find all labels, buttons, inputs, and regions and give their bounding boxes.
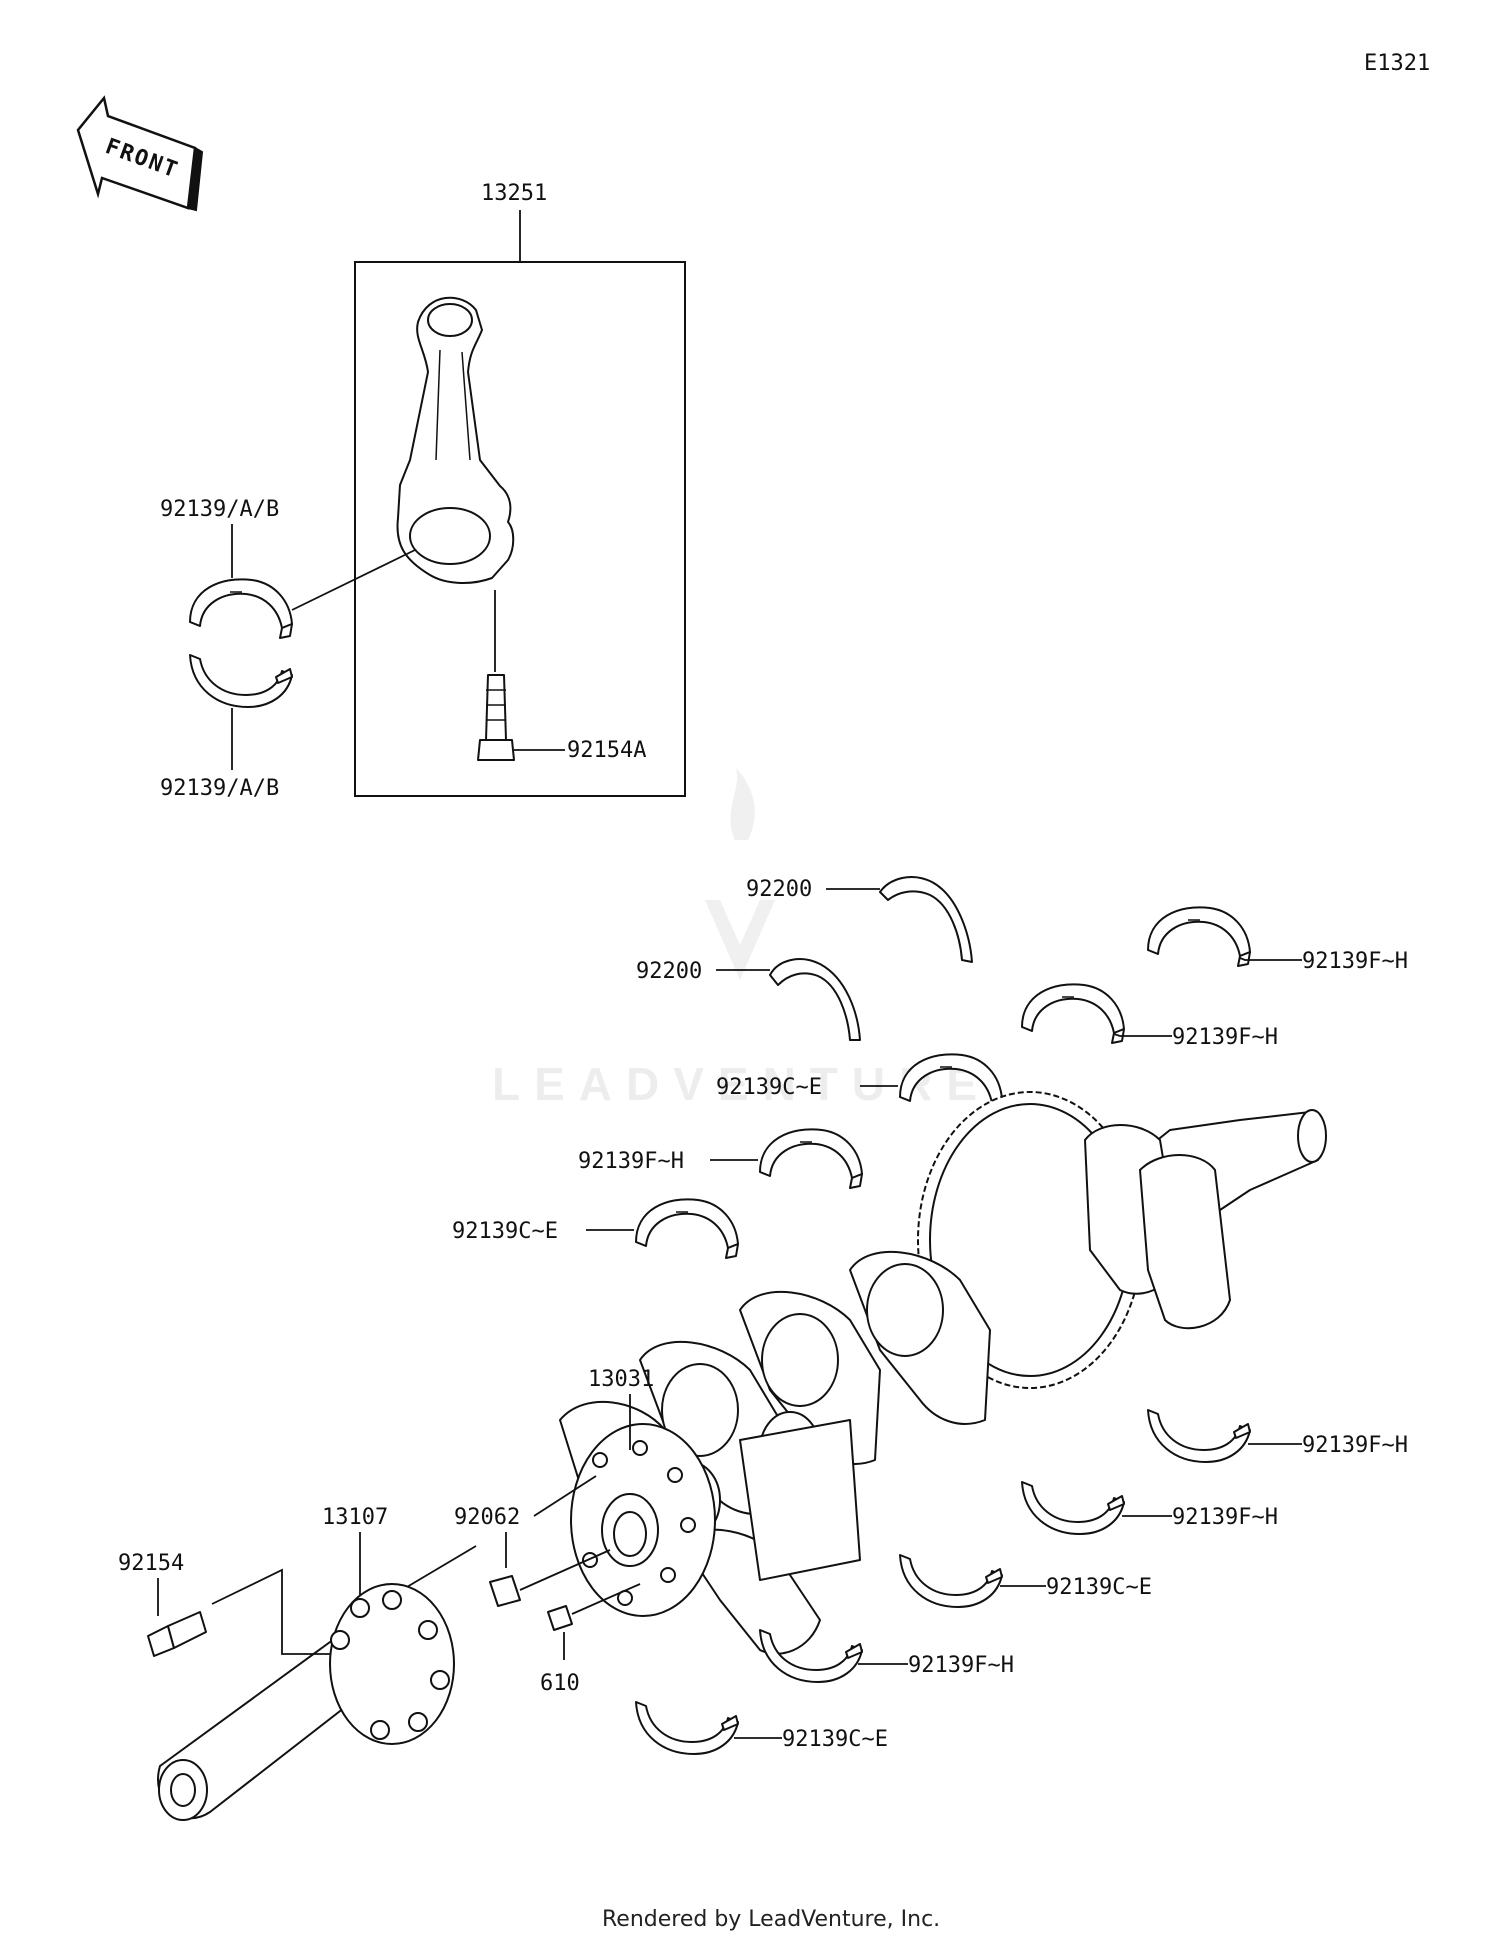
pin: 610 [540,1583,641,1696]
callout-92139fh-l1: 92139F~H [1302,1433,1408,1458]
footer-credit: Rendered by LeadVenture, Inc. [602,1907,940,1932]
callout-92139-ab-lower: 92139/A/B [160,776,279,801]
rod-bearing-upper: 92139/A/B [160,497,416,639]
callout-92139-ab-upper: 92139/A/B [160,497,279,522]
callout-92139fh-u1: 92139F~H [1302,949,1408,974]
callout-13251: 13251 [481,181,547,206]
main-bearing-upper-2: 92139F~H [1021,983,1278,1050]
callout-92154A: 92154A [567,738,646,763]
thrust-washer-1: 92200 [746,876,973,963]
bolt: 92154 [118,1551,330,1657]
watermark-text: LEADVENTURE [492,1058,991,1110]
callout-92200-2: 92200 [636,959,702,984]
callout-92139fh-l4: 92139F~H [908,1653,1014,1678]
main-bearing-lower-4: 92139F~H [759,1629,1014,1683]
callout-92062: 92062 [454,1505,520,1530]
main-bearing-lower-3: 92139C~E [899,1554,1152,1608]
front-arrow-icon: FRONT [76,95,204,212]
callout-92139fh-u2: 92139F~H [1172,1025,1278,1050]
main-bearing-lower-1: 92139F~H [1147,1409,1408,1463]
callout-92139ce-l3: 92139C~E [1046,1575,1152,1600]
diagram-id: E1321 [1364,51,1430,76]
plug: 92062 [454,1475,611,1607]
callout-92139ce-l5: 92139C~E [782,1727,888,1752]
thrust-washer-2: 92200 [636,958,861,1041]
rod-bolt [477,590,565,761]
main-bearing-lower-5: 92139C~E [635,1701,888,1755]
callout-92200-1: 92200 [746,877,812,902]
callout-92139fh-u4: 92139F~H [578,1149,684,1174]
crankshaft [559,1091,1327,1655]
connecting-rod [396,296,515,585]
callout-13107: 13107 [322,1505,388,1530]
main-bearing-upper-3: 92139C~E [716,1053,1003,1114]
callout-92139ce-u3: 92139C~E [716,1075,822,1100]
shaft: 13107 [157,1505,477,1821]
main-bearing-upper-1: 92139F~H [1147,906,1408,974]
watermark: LEADVENTURE [492,768,991,1110]
callout-92139ce-u5: 92139C~E [452,1219,558,1244]
callout-13031: 13031 [588,1367,654,1392]
connecting-rod-assembly: 13251 92154A [354,181,686,797]
callout-92154: 92154 [118,1551,184,1576]
callout-92139fh-l2: 92139F~H [1172,1505,1278,1530]
main-bearing-upper-4: 92139F~H [578,1128,863,1189]
main-bearing-lower-2: 92139F~H [1021,1481,1278,1535]
rod-bearing-lower: 92139/A/B [160,654,293,801]
main-bearing-upper-5: 92139C~E [452,1198,739,1259]
callout-610: 610 [540,1671,580,1696]
